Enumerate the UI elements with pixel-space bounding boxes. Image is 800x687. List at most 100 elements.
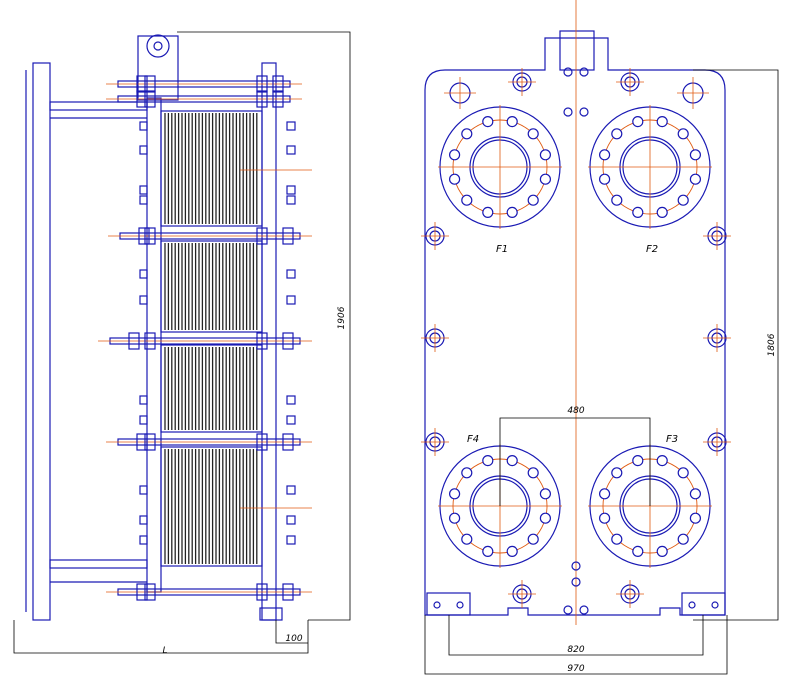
bolt-nut: [144, 433, 156, 451]
flange-bolt-hole: [461, 128, 473, 140]
small-hole: [579, 107, 589, 117]
flange-bolt-hole: [656, 115, 668, 128]
bolt-nut: [282, 433, 294, 451]
flange-bolt-hole: [598, 149, 611, 161]
flange-bolt-hole: [632, 545, 644, 558]
flange-bolt-hole: [689, 149, 702, 161]
port-f1-flange: [438, 105, 562, 229]
support-foot: [259, 607, 283, 621]
port-label-f4: F4: [467, 434, 479, 445]
port-label-f3: F3: [666, 434, 678, 445]
bolt-nut: [282, 227, 294, 245]
small-hole: [579, 67, 589, 77]
clamp-bolt-head: [139, 145, 148, 155]
bolt-nut: [282, 332, 294, 350]
small-hole: [563, 67, 573, 77]
bolt-nut: [272, 90, 284, 108]
flange-bolt-hole: [506, 206, 518, 218]
clamp-bolt-head: [286, 415, 296, 425]
clamp-bolt-head: [286, 295, 296, 305]
bolt-nut: [256, 583, 268, 601]
front-width-dimension: 970: [567, 664, 584, 674]
bolt-nut: [256, 90, 268, 108]
foot-anchor-hole: [433, 601, 441, 609]
clamp-bolt-head: [139, 295, 148, 305]
flange-bolt-hole: [598, 173, 611, 185]
clamp-bolt-head: [139, 485, 148, 495]
clamp-bolt-head: [139, 395, 148, 405]
port-f2-flange: [588, 105, 712, 229]
flange-bolt-hole: [611, 467, 623, 479]
flange-bolt-hole: [506, 455, 518, 467]
bolt-nut: [144, 227, 156, 245]
flange-bolt-hole: [482, 455, 494, 467]
small-hole: [563, 107, 573, 117]
clamp-bolt-head: [286, 121, 296, 131]
foot-anchor-hole: [688, 601, 696, 609]
flange-bolt-hole: [656, 455, 668, 467]
flange-bolt-hole: [689, 488, 702, 500]
flange-bolt-hole: [539, 512, 552, 524]
small-hole: [571, 561, 581, 571]
clamp-bolt-head: [286, 485, 296, 495]
bolt-nut: [282, 583, 294, 601]
flange-bolt-hole: [461, 533, 473, 545]
flange-bolt-hole: [539, 488, 552, 500]
clamp-bolt-head: [286, 395, 296, 405]
fixed-frame-column: [32, 62, 51, 621]
flange-bolt-hole: [461, 194, 473, 206]
flange-bolt-hole: [656, 545, 668, 558]
flange-bolt-hole: [611, 194, 623, 206]
flange-bolt-hole: [482, 206, 494, 218]
foot-anchor-hole: [456, 601, 464, 609]
small-hole: [579, 605, 589, 615]
clamp-bolt-head: [139, 195, 148, 205]
bolt-nut: [138, 227, 150, 245]
front-view: [421, 0, 731, 625]
bolt-nut: [144, 90, 156, 108]
flange-bolt-hole: [689, 173, 702, 185]
flange-bolt-hole: [611, 128, 623, 140]
flange-bolt-hole: [656, 206, 668, 218]
plate-stack: [164, 347, 258, 430]
side-view: [25, 34, 312, 621]
front-height-dimension: 1806: [767, 333, 777, 356]
bolt-nut: [256, 332, 268, 350]
port-spacing-dimension-line: [499, 417, 651, 506]
flange-bolt-hole: [449, 149, 461, 161]
flange-bolt-hole: [527, 533, 539, 545]
roller-hub: [153, 41, 163, 51]
flange-bolt-hole: [632, 455, 644, 467]
port-f4-flange: [438, 444, 562, 568]
top-guide-bar: [49, 101, 148, 111]
flange-bolt-hole: [449, 488, 461, 500]
clamp-bolt-head: [286, 195, 296, 205]
plate-pack-section: [160, 110, 263, 227]
support-foot: [681, 592, 726, 616]
plate-stack: [164, 113, 258, 224]
flange-bolt-hole: [449, 512, 461, 524]
bolt-nut: [256, 227, 268, 245]
clamp-bolt-head: [139, 515, 148, 525]
flange-bolt-hole: [527, 194, 539, 206]
port-label-f2: F2: [646, 244, 658, 255]
side-height-dimension-line: [177, 31, 351, 621]
clamp-bolt-head: [286, 515, 296, 525]
port-spacing-dimension: 480: [567, 406, 584, 416]
flange-bolt-hole: [482, 115, 494, 128]
bolt-nut: [256, 75, 268, 93]
port-label-f1: F1: [496, 244, 508, 255]
clamp-bolt-head: [139, 269, 148, 279]
bolt-nut: [272, 75, 284, 93]
flange-bolt-hole: [461, 467, 473, 479]
clamp-bolt-head: [139, 121, 148, 131]
bolt-nut: [256, 433, 268, 451]
front-height-dimension-line: [693, 69, 779, 621]
top-bearing-block: [559, 30, 595, 71]
bolt-nut: [136, 75, 148, 93]
dimension-lines: [13, 31, 779, 675]
plate-stack: [164, 449, 258, 564]
clamp-bolt-head: [139, 415, 148, 425]
flange-bolt-hole: [449, 173, 461, 185]
